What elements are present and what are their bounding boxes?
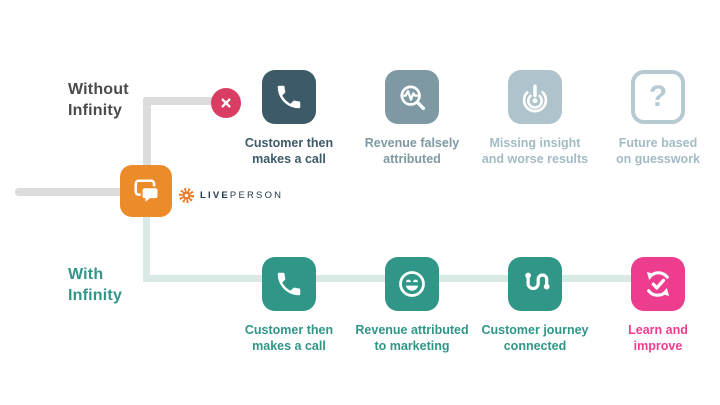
magnifier-pulse-icon [385,70,439,124]
phone-glyph [277,272,301,296]
refresh-check-icon [631,257,685,311]
step-label-line2: makes a call [252,152,326,166]
step-label-line2: and worse results [481,152,589,166]
smiley-glyph [399,271,425,297]
question-glyph: ? [648,80,668,113]
gray-connector-top [145,97,217,105]
gray-connector-left [15,188,125,196]
logo-text-light: PERSON [229,190,284,201]
with-step-journey: Customer journey connected [473,257,597,354]
smiley-icon [385,257,439,311]
step-label-line1: Revenue attributed [355,323,469,337]
teal-connector-vertical [143,214,150,281]
without-step-insight: Missing insight and worse results [473,70,597,167]
step-label: Learn and improve [628,322,688,354]
journey-path-glyph [525,272,550,291]
step-label-line1: Customer then [244,136,334,150]
step-label-line2: attributed [383,152,441,166]
liveperson-chat-icon [120,165,172,217]
step-label-line1: Customer journey [481,323,589,337]
step-label-line2: makes a call [252,339,326,353]
logo-text-bold: LIVE [200,190,230,201]
alert-signal-glyph [522,84,548,113]
without-step-revenue: Revenue falsely attributed [350,70,474,167]
step-label-line2: on guesswork [615,152,701,166]
step-label-line1: Revenue falsely [364,136,460,150]
liveperson-wordmark: LIVEPERSON [200,190,283,201]
without-step-call: Customer then makes a call [227,70,351,167]
phone-icon [262,257,316,311]
step-label-line1: Learn and [628,323,688,337]
step-label: Revenue attributed to marketing [355,322,468,354]
without-infinity-line1: Without [68,81,129,98]
step-label-line1: Future based [618,136,698,150]
refresh-check-glyph [646,271,670,297]
with-step-revenue: Revenue attributed to marketing [350,257,474,354]
step-label: Future based on guesswork [616,135,700,167]
x-glyph [221,98,231,108]
without-infinity-label: Without Infinity [68,79,129,121]
x-circle-icon [211,88,241,118]
magnifier-pulse-glyph [400,85,426,111]
liveperson-sunburst-icon [179,188,194,203]
step-label: Revenue falsely attributed [365,135,460,167]
chat-bubbles-glyph [134,179,160,206]
step-label-line2: connected [503,339,567,353]
gray-connector-vertical [143,97,151,170]
alert-signal-icon [508,70,562,124]
step-label: Customer then makes a call [245,322,333,354]
step-label-line1: Missing insight [489,136,581,150]
step-label-line1: Customer then [244,323,334,337]
with-infinity-label: With Infinity [68,264,122,306]
phone-icon [262,70,316,124]
step-label: Customer then makes a call [245,135,333,167]
without-step-future: ? Future based on guesswork [596,70,720,167]
liveperson-logo: LIVEPERSON [178,187,283,204]
phone-glyph [277,85,301,109]
with-step-learn: Learn and improve [596,257,720,354]
without-infinity-line2: Infinity [68,102,123,119]
journey-path-icon [508,257,562,311]
step-label-line2: to marketing [374,339,450,353]
step-label-line2: improve [633,339,683,353]
question-mark-icon: ? [631,70,685,124]
with-infinity-line1: With [68,266,104,283]
with-step-call: Customer then makes a call [227,257,351,354]
step-label: Missing insight and worse results [482,135,588,167]
with-infinity-line2: Infinity [68,287,123,304]
step-label: Customer journey connected [482,322,589,354]
